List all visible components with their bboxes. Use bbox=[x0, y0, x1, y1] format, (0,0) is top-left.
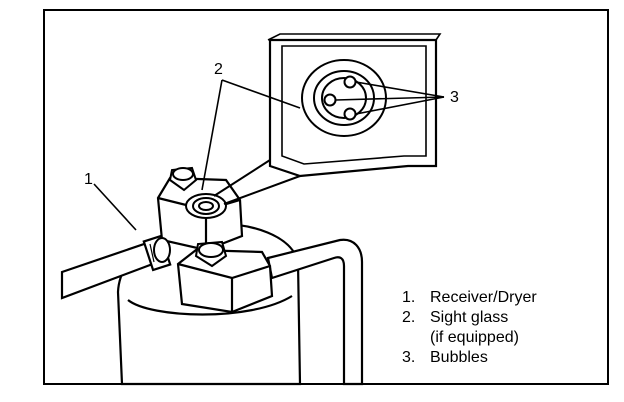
bubble bbox=[323, 93, 337, 107]
sight-glass bbox=[185, 193, 227, 219]
legend-subtext: (if equipped) bbox=[430, 329, 519, 346]
bubbles bbox=[323, 75, 357, 121]
callout-receiver-dryer: 1 bbox=[84, 171, 93, 188]
legend-text: Bubbles bbox=[430, 349, 488, 366]
callout-bubbles: 3 bbox=[450, 89, 459, 106]
inset-leader-lines bbox=[213, 159, 301, 205]
head-block-lower bbox=[176, 248, 274, 314]
bubble bbox=[343, 107, 357, 121]
legend-number: 3. bbox=[402, 349, 416, 366]
legend-item-receiver-dryer: 1. Receiver/Dryer bbox=[402, 288, 537, 308]
upper-bolt bbox=[168, 166, 198, 192]
legend-item-bubbles: 3. Bubbles bbox=[402, 348, 537, 368]
inlet-fitting bbox=[153, 237, 171, 263]
bubbles-leader-lines bbox=[335, 81, 445, 115]
legend-number: 2. bbox=[402, 309, 416, 326]
legend: 1. Receiver/Dryer 2. Sight glass (if equip… bbox=[402, 288, 537, 368]
lower-bolt bbox=[194, 240, 228, 268]
receiver-dryer-leader-line bbox=[93, 183, 137, 231]
legend-number: 1. bbox=[402, 289, 416, 306]
legend-item-sight-glass: 2. Sight glass bbox=[402, 308, 537, 328]
bubble bbox=[343, 75, 357, 89]
figure-border bbox=[43, 9, 609, 385]
callout-sight-glass: 2 bbox=[214, 61, 223, 78]
legend-text: Receiver/Dryer bbox=[430, 289, 537, 306]
sight-glass-window bbox=[301, 59, 387, 137]
outlet-line bbox=[266, 238, 364, 386]
legend-item-sight-glass-note: (if equipped) bbox=[402, 328, 537, 348]
legend-text: Sight glass bbox=[430, 309, 509, 326]
sight-glass-leader-lines bbox=[201, 79, 301, 191]
